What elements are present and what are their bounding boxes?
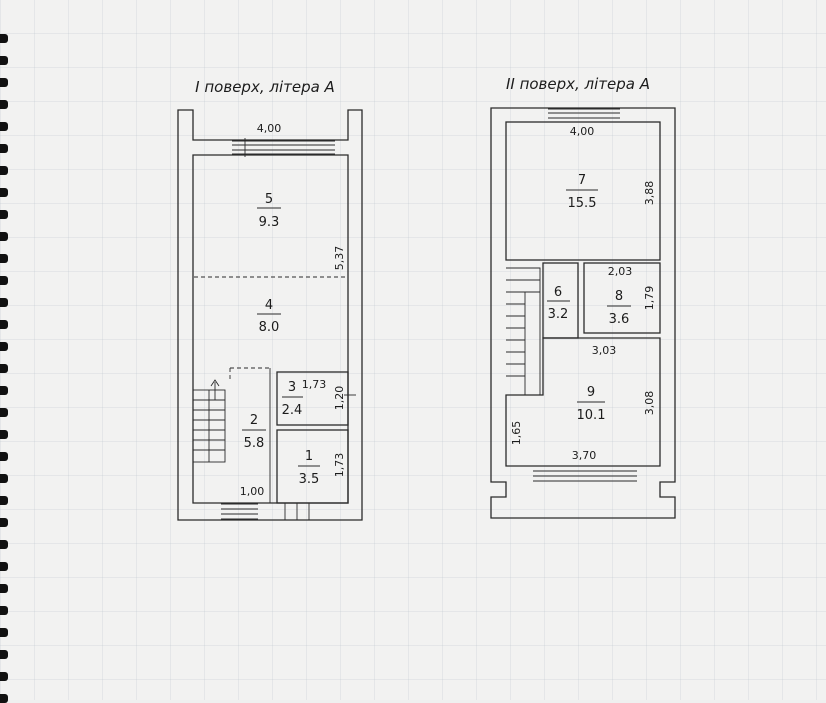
floor2-stair xyxy=(506,267,541,396)
binding-hole xyxy=(0,56,8,65)
floor1-top-window xyxy=(232,138,335,157)
binding-hole xyxy=(0,408,8,417)
floor2-dim-room9-width: 3,03 xyxy=(592,344,617,357)
binding-hole xyxy=(0,122,8,131)
floor2-room8-walls xyxy=(583,262,661,334)
binding-hole xyxy=(0,100,8,109)
floor2-top-window xyxy=(548,108,620,123)
binding-hole xyxy=(0,254,8,263)
floor1-entrance-door xyxy=(284,503,310,520)
floor1-room-1: 1 3.5 xyxy=(298,449,320,487)
floor2-room-7: 7 15.5 xyxy=(566,173,598,211)
floor1-plan: I поверх, літера A xyxy=(177,78,363,521)
binding-hole xyxy=(0,474,8,483)
binding-hole xyxy=(0,232,8,241)
floor1-dim-room3-width: 1,73 xyxy=(302,378,327,391)
svg-text:9.3: 9.3 xyxy=(259,215,280,230)
floor1-room-3: 3 2.4 xyxy=(282,380,303,418)
svg-text:5: 5 xyxy=(265,192,273,207)
floor1-title: I поверх, літера A xyxy=(195,78,335,96)
floor2-outer-wall xyxy=(490,107,676,519)
binding-hole xyxy=(0,562,8,571)
binding-hole xyxy=(0,606,8,615)
svg-text:3.5: 3.5 xyxy=(299,472,320,487)
binding-hole xyxy=(0,34,8,43)
floor2-room-6: 6 3.2 xyxy=(547,285,570,322)
svg-text:3: 3 xyxy=(288,380,296,395)
floor2-bottom-window xyxy=(533,465,637,482)
svg-text:3.6: 3.6 xyxy=(609,312,630,327)
binding-hole xyxy=(0,144,8,153)
binding-hole xyxy=(0,672,8,681)
svg-text:2.4: 2.4 xyxy=(282,403,303,418)
binding-hole xyxy=(0,298,8,307)
svg-text:8.0: 8.0 xyxy=(259,320,280,335)
floor2-dim-left-height: 1,65 xyxy=(510,421,523,446)
binding-hole xyxy=(0,540,8,549)
floor2-room-9: 9 10.1 xyxy=(577,385,606,423)
binding-hole xyxy=(0,364,8,373)
binding-hole xyxy=(0,78,8,87)
floor1-room-4: 4 8.0 xyxy=(257,298,281,335)
floor2-plan: II поверх, літера A xyxy=(490,75,676,519)
floor2-dim-room7-height: 3,88 xyxy=(643,181,656,206)
floor1-outer-wall xyxy=(177,109,363,521)
binding-hole xyxy=(0,650,8,659)
binding-hole xyxy=(0,342,8,351)
binding-hole xyxy=(0,452,8,461)
floor1-dim-room1-height: 1,73 xyxy=(333,453,346,478)
floor2-room-8: 8 3.6 xyxy=(607,289,631,327)
floor2-dim-room8-width: 2,03 xyxy=(608,265,633,278)
binding-hole xyxy=(0,584,8,593)
floor2-dim-bottom-width: 3,70 xyxy=(572,449,597,462)
svg-text:6: 6 xyxy=(554,285,562,300)
floor1-room3-walls xyxy=(276,371,349,426)
floor1-dim-room2-width: 1,00 xyxy=(240,485,265,498)
floor2-dim-top-width: 4,00 xyxy=(570,125,595,138)
binding-hole xyxy=(0,166,8,175)
floor2-dim-room9-height: 3,08 xyxy=(643,391,656,416)
floor1-stair xyxy=(192,379,226,463)
svg-text:9: 9 xyxy=(587,385,595,400)
floor1-room-5: 5 9.3 xyxy=(257,192,281,230)
spiral-binding xyxy=(0,0,12,703)
floor1-dim-room3-height: 1,20 xyxy=(333,386,346,411)
binding-hole xyxy=(0,320,8,329)
binding-hole xyxy=(0,430,8,439)
binding-hole xyxy=(0,496,8,505)
floor2-title: II поверх, літера A xyxy=(506,75,650,93)
svg-text:5.8: 5.8 xyxy=(244,436,265,451)
floor1-dim-top-width: 4,00 xyxy=(257,122,282,135)
svg-text:4: 4 xyxy=(265,298,273,313)
svg-text:7: 7 xyxy=(578,173,586,188)
floor2-room9-walls xyxy=(505,337,661,467)
binding-hole xyxy=(0,518,8,527)
binding-hole xyxy=(0,628,8,637)
binding-hole xyxy=(0,694,8,703)
floor2-dim-room8-height: 1,79 xyxy=(643,286,656,311)
floor1-dim-height: 5,37 xyxy=(333,246,346,271)
svg-text:10.1: 10.1 xyxy=(577,408,606,423)
binding-hole xyxy=(0,188,8,197)
svg-text:1: 1 xyxy=(305,449,313,464)
svg-text:8: 8 xyxy=(615,289,623,304)
binding-hole xyxy=(0,210,8,219)
floor1-room1-walls xyxy=(276,429,349,504)
svg-text:3.2: 3.2 xyxy=(548,307,569,322)
binding-hole xyxy=(0,386,8,395)
floor2-room7-walls xyxy=(505,121,661,261)
floor2-room6-walls xyxy=(542,262,579,339)
svg-text:2: 2 xyxy=(250,413,258,428)
binding-hole xyxy=(0,276,8,285)
floor1-bottom-window xyxy=(221,503,258,520)
svg-text:15.5: 15.5 xyxy=(568,196,597,211)
floor1-room-2: 2 5.8 xyxy=(242,413,266,451)
